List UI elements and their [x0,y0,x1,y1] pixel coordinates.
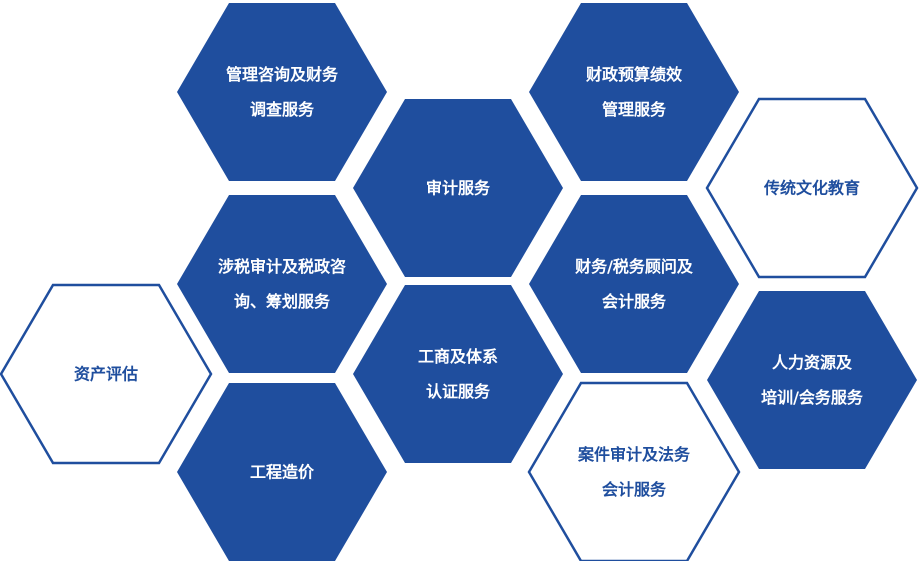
hexagon-label: 培训/会务服务 [761,388,864,407]
hexagon-label: 管理服务 [602,100,667,119]
hexagon-label: 认证服务 [426,382,491,401]
hexagon-shape [529,3,739,181]
hexagon-shape [353,99,563,277]
hexagon-label: 传统文化教育 [763,179,860,198]
hexagon-shape [527,381,741,561]
hexagon-label: 询、筹划服务 [234,292,331,311]
hexagon-label: 财务/税务顾问及 [574,257,694,276]
hexagon-label: 会计服务 [602,292,667,311]
hexagon-shape [529,195,739,373]
hexagon-label: 资产评估 [74,365,138,384]
hexagon-shape [177,383,387,561]
hexagon-label: 调查服务 [250,100,315,119]
hexagon-label: 人力资源及 [772,353,853,372]
hexagon-label: 案件审计及法务 [577,445,691,464]
hexagon-label: 工程造价 [250,463,315,482]
hexagon-shape [707,291,917,469]
hexagon-label: 会计服务 [602,480,667,499]
hexagon-label: 工商及体系 [418,347,498,366]
hexagon-label: 财政预算绩效 [585,65,682,84]
hexagon-shape [705,97,919,279]
hexagon-shape [177,3,387,181]
hexagon-label: 管理咨询及财务 [226,65,339,84]
hexagon-shape [177,195,387,373]
hexagon-shape [0,283,213,465]
hexagon-label: 涉税审计及税政咨 [218,257,346,276]
service-hexagon-asset-valuation: 资产评估 [0,283,213,465]
service-hexagon-audit: 审计服务 [353,99,563,277]
hexagon-shape [353,285,563,463]
service-hexagon-engineering-cost: 工程造价 [177,383,387,561]
hexagon-label: 审计服务 [426,179,491,198]
service-hexagon-culture-edu: 传统文化教育 [705,97,919,279]
